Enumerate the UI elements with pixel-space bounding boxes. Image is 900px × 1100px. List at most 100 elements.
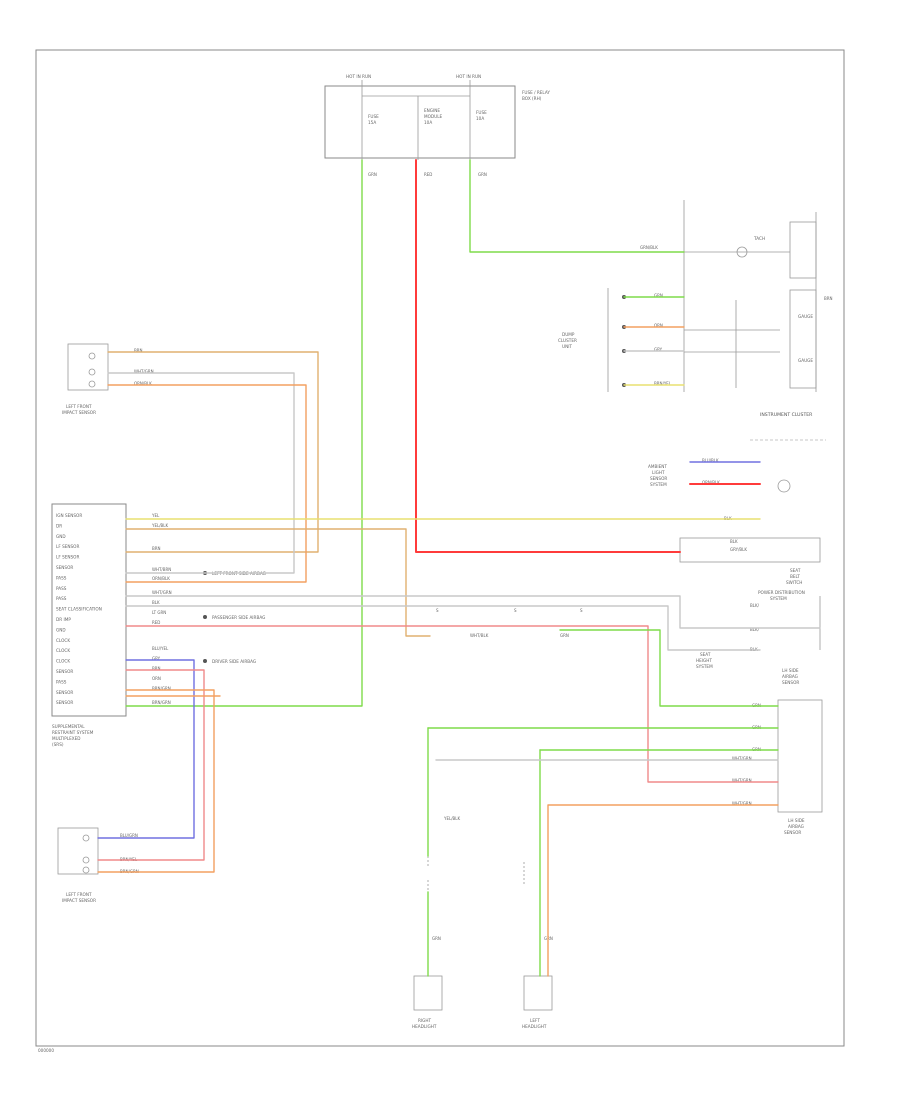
sbs-name-2: BELT: [790, 574, 800, 579]
fuse-3-label-b: 10A: [476, 116, 484, 121]
splice-2: S: [514, 608, 517, 613]
lr-name-3: SENSOR: [784, 830, 801, 835]
wire-orange-lower: [547, 804, 779, 977]
footer-code: 000000: [38, 1048, 54, 1053]
splice-3: S: [580, 608, 583, 613]
cluster-sub-1: TACH: [753, 236, 765, 241]
ambient-w2: ORN/BLK: [702, 480, 720, 485]
rsc-label-2: SYSTEM: [770, 596, 787, 601]
mid-conn-2: GRN: [560, 633, 569, 638]
wire-module-grey-2: [125, 605, 761, 651]
ambient-label-1: AMBIENT: [648, 464, 667, 469]
wire-rf-orange: [97, 689, 215, 873]
rsc-label-1: POWER DISTRIBUTION: [758, 590, 805, 595]
wires: [97, 159, 821, 977]
module-name-4: (SRS): [52, 742, 64, 747]
wire-lf-orange: [107, 384, 307, 583]
module-pin-label: LF SENSOR: [56, 544, 79, 549]
module-wire-label: BRN: [152, 666, 161, 671]
fuse-1-label-a: FUSE: [368, 114, 379, 119]
cluster-sub-2: GAUGE: [798, 314, 813, 319]
lr-w6: WHT/GRN: [732, 801, 752, 806]
lower-right-sensor: GRN GRN GRN WHT/GRN WHT/GRN WHT/GRN LH S…: [732, 703, 805, 835]
fuse-2-label-a: ENGINE: [424, 108, 440, 113]
rsc-sub-2: HEIGHT: [696, 658, 712, 663]
right-headlight-box: [413, 975, 443, 1011]
ambient-label-4: SYSTEM: [650, 482, 667, 487]
fuse-hot-right: HOT IN RUN: [456, 74, 481, 79]
sbs-name-3: SWITCH: [786, 580, 802, 585]
module-pin-label: GND: [56, 534, 66, 539]
rsc-sub-3: SYSTEM: [696, 664, 713, 669]
module-wire-label: ORN/BLK: [152, 576, 170, 581]
module-note-dot-3: [203, 659, 207, 663]
right-front-impact-sensor: BLU/GRN BRN/YEL BRN/GRN LEFT FRONT IMPAC…: [57, 827, 139, 903]
mid-conn-1: WHT/BLK: [470, 633, 489, 638]
rsc-w1: BLK/: [750, 603, 760, 608]
module-pin-label: IGN SENSOR: [56, 513, 82, 518]
rsc-note-3: SENSOR: [782, 680, 799, 685]
module-pin-label: GND: [56, 627, 66, 632]
cluster-group-1: DUMP: [562, 332, 575, 337]
module-wire-label: WHT/BRN: [152, 567, 171, 572]
module-note-dot-2: [203, 615, 207, 619]
wire-lf-tan: [107, 351, 319, 553]
rf-w1: BLU/GRN: [120, 833, 138, 838]
instrument-cluster: BRN GRN/BLK GRN ORN GRY BRN/YEL DUMP CLU…: [558, 200, 833, 441]
fuse-2-label-b: MODULE: [424, 114, 443, 119]
module-wire-label: YEL: [151, 513, 160, 518]
right-side-connector: POWER DISTRIBUTION SYSTEM BLK/ BLK/ BLK …: [696, 590, 823, 813]
module-wire-label: BLU/YEL: [152, 646, 169, 651]
rsc-sub-1: SEAT: [700, 652, 711, 657]
module-note-3: DRIVER SIDE AIRBAG: [212, 659, 256, 664]
fuse-box: HOT IN RUN HOT IN RUN FUSE / RELAY BOX (…: [324, 74, 550, 177]
fuse-box-title-1: FUSE / RELAY: [522, 90, 550, 95]
fuse-3-label-a: FUSE: [476, 110, 487, 115]
wire-fuse1-green: [125, 159, 363, 707]
lf-sensor-box: [67, 343, 109, 391]
right-headlight-name-1: RIGHT: [418, 1018, 432, 1023]
left-headlight-name-2: HEADLIGHT: [522, 1024, 547, 1029]
cluster-group-2: CLUSTER: [558, 338, 577, 343]
seat-belt-switch: BLK GRY/BLK BLK SEAT BELT SWITCH: [679, 516, 821, 585]
lf-w3: ORN/BLK: [134, 381, 152, 386]
right-headlight-name-2: HEADLIGHT: [412, 1024, 437, 1029]
module-wire-label: ORN: [152, 676, 161, 681]
wire-rf-pink: [97, 669, 205, 861]
module-wire-label: WHT/GRN: [152, 590, 172, 595]
rf-sensor-box: [57, 827, 99, 875]
lr-name-1: LH SIDE: [788, 818, 805, 823]
wire-module-grey-1: [125, 595, 821, 629]
lf-name-2: IMPACT SENSOR: [62, 410, 96, 415]
module-note-2: PASSENGER SIDE AIRBAG: [212, 615, 265, 620]
module-pin-label: CLOCK: [56, 648, 70, 653]
cluster-w1: GRN/BLK: [640, 245, 658, 250]
fuse-box-title-2: BOX (RH): [522, 96, 542, 101]
module-pin-label: CLOCK: [56, 659, 70, 664]
module-wire-label: BLK: [152, 600, 160, 605]
fuse-hot-left: HOT IN RUN: [346, 74, 371, 79]
module-wire-label: BRN/GRN: [152, 686, 171, 691]
lr-w5: WHT/GRN: [732, 778, 752, 783]
ambient-w1: BLU/BLK: [702, 458, 719, 463]
wire-module-tan: [125, 528, 431, 637]
page-border: [35, 49, 845, 1047]
ambient-label-2: LIGHT: [652, 470, 665, 475]
ambient-label-3: SENSOR: [650, 476, 667, 481]
module-wire-labels: YELYEL/BLKBRNWHT/BRNORN/BLKWHT/GRNBLKLT …: [151, 513, 172, 705]
lf-name-1: LEFT FRONT: [66, 404, 92, 409]
sbs-name-1: SEAT: [790, 568, 801, 573]
rf-name-2: IMPACT SENSOR: [62, 898, 96, 903]
wire-rf-blue: [97, 659, 195, 839]
fuse-2-label-c: 10A: [424, 120, 432, 125]
module-pin-label: DR IMP: [56, 617, 71, 622]
module-pin-label: LF SENSOR: [56, 555, 79, 560]
lr-w4: WHT/GRN: [732, 756, 752, 761]
module-pin-label: SENSOR: [56, 669, 73, 674]
left-headlight-box: [523, 975, 553, 1011]
module-pin-label: SEAT CLASSIFICATION: [56, 607, 102, 612]
module-pin-label: CLOCK: [56, 638, 70, 643]
cluster-w2: GRN: [654, 293, 663, 298]
